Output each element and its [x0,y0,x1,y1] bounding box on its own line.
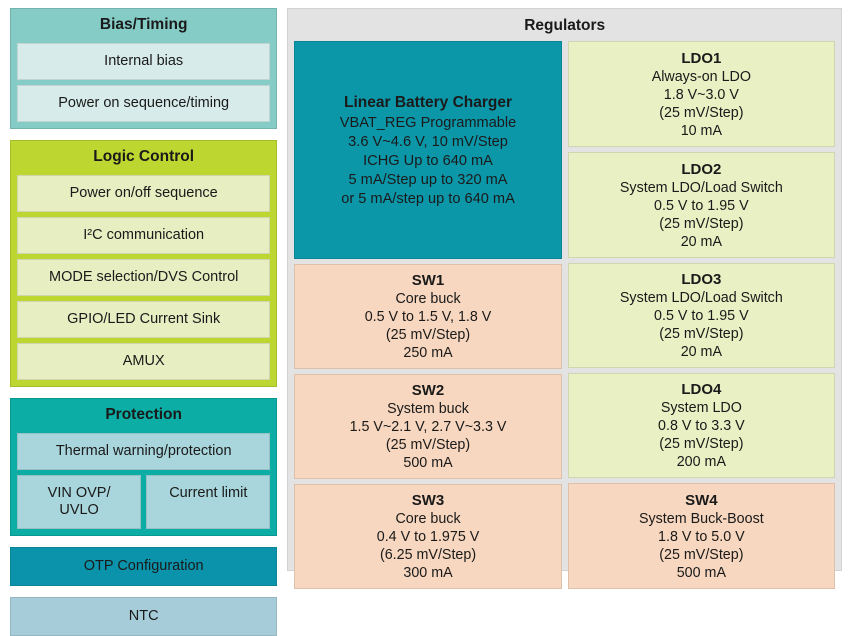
logic-item-i2c-communication: I²C communication [17,217,271,254]
sw4-title: SW4 [685,491,718,509]
block-sw2: SW2 System buck 1.5 V~2.1 V, 2.7 V~3.3 V… [294,374,562,479]
panel-title-regulators: Regulators [524,17,606,34]
charger-line-2: 3.6 V~4.6 V, 10 mV/Step [348,133,508,150]
protection-item-current-limit: Current limit [146,475,271,529]
charger-line-3: ICHG Up to 640 mA [363,152,493,169]
protection-item-thermal-warning: Thermal warning/protection [17,433,271,470]
sw2-line-1: System buck [387,401,469,417]
sw2-line-2: 1.5 V~2.1 V, 2.7 V~3.3 V [349,419,507,435]
block-sw1: SW1 Core buck 0.5 V to 1.5 V, 1.8 V (25 … [294,264,562,369]
logic-item-gpio-led-current-sink: GPIO/LED Current Sink [17,301,271,338]
regulators-panel: Regulators Linear Battery Charger VBAT_R… [287,8,842,589]
bar-otp-configuration: OTP Configuration [10,547,278,586]
ldo2-title: LDO2 [681,160,722,178]
group-title-logic-control: Logic Control [93,148,195,165]
charger-line-4: 5 mA/Step up to 320 mA [348,171,508,188]
regulators-column-right: LDO1 Always-on LDO 1.8 V~3.0 V (25 mV/St… [567,41,836,589]
group-protection: Protection Thermal warning/protection VI… [10,398,278,536]
logic-item-mode-selection-dvs-control: MODE selection/DVS Control [17,259,271,296]
sw4-line-4: 500 mA [676,564,726,581]
regulators-columns: Linear Battery Charger VBAT_REG Programm… [294,41,836,589]
left-column: Bias/Timing Internal bias Power on seque… [0,0,287,636]
sw2-line-3: (25 mV/Step) [385,437,471,453]
block-sw3: SW3 Core buck 0.4 V to 1.975 V (6.25 mV/… [294,484,562,589]
sw3-line-3: (6.25 mV/Step) [379,547,477,563]
ldo1-line-3: (25 mV/Step) [659,104,744,121]
sw1-line-1: Core buck [395,291,461,307]
logic-item-amux: AMUX [17,343,271,380]
ldo4-title: LDO4 [681,381,722,398]
charger-title: Linear Battery Charger [344,93,513,111]
group-bias-timing: Bias/Timing Internal bias Power on seque… [10,8,278,129]
sw4-line-1: System Buck-Boost [638,510,764,527]
group-title-protection: Protection [105,406,182,423]
ldo4-line-2: 0.8 V to 3.3 V [658,418,745,434]
sw3-line-2: 0.4 V to 1.975 V [376,529,480,545]
block-ldo3: LDO3 System LDO/Load Switch 0.5 V to 1.9… [567,263,836,368]
sw4-line-2: 1.8 V to 5.0 V [658,528,745,545]
ldo2-line-4: 20 mA [680,233,723,250]
ldo1-line-4: 10 mA [680,122,723,139]
sw1-line-3: (25 mV/Step) [385,327,471,343]
charger-line-5: or 5 mA/step up to 640 mA [341,190,515,207]
sw3-line-1: Core buck [395,511,461,527]
ldo1-title: LDO1 [681,49,722,67]
block-ldo2: LDO2 System LDO/Load Switch 0.5 V to 1.9… [567,152,836,258]
sw1-line-2: 0.5 V to 1.5 V, 1.8 V [364,309,492,325]
bias-item-power-on-sequence-timing: Power on sequence/timing [17,85,271,122]
ldo2-line-1: System LDO/Load Switch [619,179,783,196]
ldo1-line-2: 1.8 V~3.0 V [663,86,739,103]
ldo4-line-3: (25 mV/Step) [659,436,744,452]
charger-line-1: VBAT_REG Programmable [339,114,517,131]
ldo3-line-2: 0.5 V to 1.95 V [654,308,749,324]
block-linear-battery-charger: Linear Battery Charger VBAT_REG Programm… [294,41,562,259]
ldo3-line-4: 20 mA [680,344,723,360]
ldo2-line-3: (25 mV/Step) [659,215,744,232]
ldo2-line-2: 0.5 V to 1.95 V [654,197,749,214]
block-ldo1: LDO1 Always-on LDO 1.8 V~3.0 V (25 mV/St… [567,41,836,147]
ldo4-line-1: System LDO [660,400,742,416]
sw3-title: SW3 [411,492,445,509]
bar-ntc: NTC [10,597,278,636]
ldo3-line-3: (25 mV/Step) [659,326,744,342]
sw3-line-4: 300 mA [403,565,453,581]
protection-row: VIN OVP/ UVLO Current limit [17,475,271,529]
sw2-title: SW2 [411,382,445,399]
sw4-line-3: (25 mV/Step) [659,546,744,563]
protection-item-vin-ovp-uvlo: VIN OVP/ UVLO [17,475,142,529]
sw1-title: SW1 [411,272,445,289]
bias-item-internal-bias: Internal bias [17,43,271,80]
group-logic-control: Logic Control Power on/off sequence I²C … [10,140,278,387]
ldo3-title: LDO3 [681,271,722,288]
group-title-bias-timing: Bias/Timing [99,16,188,33]
ldo3-line-1: System LDO/Load Switch [619,290,783,306]
sw1-line-4: 250 mA [403,345,453,361]
ldo4-line-4: 200 mA [676,454,726,470]
regulators-column-left: Linear Battery Charger VBAT_REG Programm… [294,41,562,589]
logic-item-power-on-off-sequence: Power on/off sequence [17,175,271,212]
block-ldo4: LDO4 System LDO 0.8 V to 3.3 V (25 mV/St… [567,373,836,478]
ldo1-line-1: Always-on LDO [651,68,752,85]
block-sw4: SW4 System Buck-Boost 1.8 V to 5.0 V (25… [567,483,836,589]
sw2-line-4: 500 mA [403,455,453,471]
